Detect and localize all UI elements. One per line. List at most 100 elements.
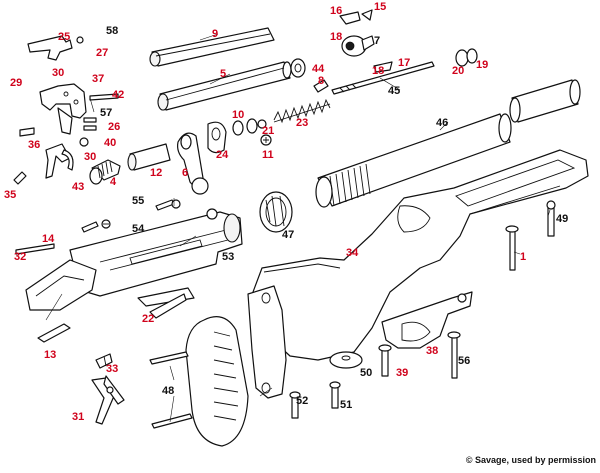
- part-label-6: 6: [182, 167, 188, 179]
- part-small-pins: [19, 117, 97, 147]
- part-label-37: 37: [92, 73, 104, 85]
- part-label-40: 40: [104, 137, 116, 149]
- part-label-4: 4: [110, 176, 117, 188]
- part-pin-32: [15, 243, 55, 255]
- part-label-49: 49: [556, 213, 568, 225]
- part-label-14: 14: [42, 233, 55, 245]
- part-label-56: 56: [458, 355, 470, 367]
- part-label-8: 8: [318, 75, 324, 87]
- part-rear-sight: [339, 9, 373, 25]
- part-label-10: 10: [232, 109, 244, 121]
- part-label-42: 42: [112, 89, 124, 101]
- part-label-30: 30: [52, 67, 64, 79]
- part-label-27: 27: [96, 47, 108, 59]
- part-cocking-bar-9: [149, 27, 275, 67]
- part-nut-11: [260, 134, 272, 146]
- part-screw-39: [378, 344, 392, 377]
- part-label-32: 32: [14, 251, 26, 263]
- part-screws-48: [149, 351, 193, 429]
- part-label-7: 7: [374, 35, 380, 47]
- part-label-44: 44: [312, 63, 325, 75]
- part-butt-pad-48: [185, 316, 249, 447]
- part-trigger: [45, 143, 74, 179]
- part-label-26: 26: [108, 121, 120, 133]
- part-label-11: 11: [262, 149, 274, 161]
- part-label-54: 54: [132, 223, 145, 235]
- part-collar-24: [207, 121, 227, 154]
- part-barrel-sleeve-46: [315, 113, 512, 208]
- part-washer-44: [290, 58, 306, 78]
- part-grip-cap: [247, 285, 287, 399]
- part-label-33: 33: [106, 363, 118, 375]
- part-screw-49: [546, 200, 556, 237]
- part-screw-51: [329, 381, 341, 409]
- part-label-18: 18: [330, 31, 342, 43]
- part-label-47: 47: [282, 229, 294, 241]
- part-firing-pin-45: [331, 61, 435, 95]
- part-trigger-housing: [39, 83, 119, 135]
- part-sear-assembly: [27, 35, 84, 61]
- part-label-36: 36: [28, 139, 40, 151]
- part-receiver-plug-7: [341, 35, 375, 57]
- part-label-30: 30: [84, 151, 96, 163]
- part-trigger-guard-end-13: [25, 259, 97, 343]
- part-stock-34: [249, 149, 589, 361]
- part-label-21: 21: [262, 125, 274, 137]
- part-label-22: 22: [142, 313, 154, 325]
- part-label-17: 17: [398, 57, 410, 69]
- part-screw-54: [81, 219, 111, 233]
- part-label-9: 9: [212, 28, 218, 40]
- part-label-46: 46: [436, 117, 448, 129]
- part-screw-1: [505, 225, 519, 271]
- part-label-20: 20: [452, 65, 464, 77]
- part-plunger-4: [89, 159, 121, 185]
- part-label-35: 35: [4, 189, 16, 201]
- part-trigger-31: [91, 375, 125, 425]
- part-trigger-guard-38: [381, 291, 473, 349]
- part-tube-5: [157, 61, 292, 111]
- part-label-15: 15: [374, 1, 386, 13]
- copyright-credit: © Savage, used by permission: [466, 455, 596, 465]
- part-screw-55: [155, 199, 218, 220]
- part-label-24: 24: [216, 149, 229, 161]
- part-barrel-end: [509, 79, 581, 123]
- part-spring-23: [273, 98, 331, 124]
- part-label-23: 23: [296, 117, 308, 129]
- part-label-19: 19: [476, 59, 488, 71]
- part-ring-47: [259, 191, 293, 233]
- part-pin-35: [13, 171, 27, 185]
- part-screw-52: [289, 391, 301, 419]
- part-label-58: 58: [106, 25, 118, 37]
- part-disc-50: [329, 351, 363, 369]
- part-screw-56: [447, 331, 461, 379]
- part-label-52: 52: [296, 395, 308, 407]
- part-small-clip-17: [373, 61, 393, 73]
- part-bushing-10: [232, 118, 258, 136]
- part-label-55: 55: [132, 195, 144, 207]
- part-label-51: 51: [340, 399, 352, 411]
- part-spring-22: [137, 287, 195, 319]
- part-bolt-handle-6: [177, 132, 209, 195]
- part-label-53: 53: [222, 251, 234, 263]
- part-label-29: 29: [10, 77, 22, 89]
- part-label-39: 39: [396, 367, 408, 379]
- part-label-45: 45: [388, 85, 400, 97]
- part-label-25: 25: [58, 31, 70, 43]
- part-sleeve-12: [127, 143, 171, 171]
- part-label-13: 13: [44, 349, 56, 361]
- part-pin-8: [313, 79, 329, 93]
- part-label-50: 50: [360, 367, 372, 379]
- part-label-12: 12: [150, 167, 162, 179]
- part-spring-33: [95, 353, 113, 369]
- part-label-34: 34: [346, 247, 359, 259]
- part-ring-21: [257, 119, 267, 129]
- part-label-43: 43: [72, 181, 84, 193]
- part-label-31: 31: [72, 411, 84, 423]
- part-label-57: 57: [100, 107, 112, 119]
- part-label-5: 5: [220, 68, 226, 80]
- part-cylinder-20: [455, 48, 478, 67]
- part-label-38: 38: [426, 345, 438, 357]
